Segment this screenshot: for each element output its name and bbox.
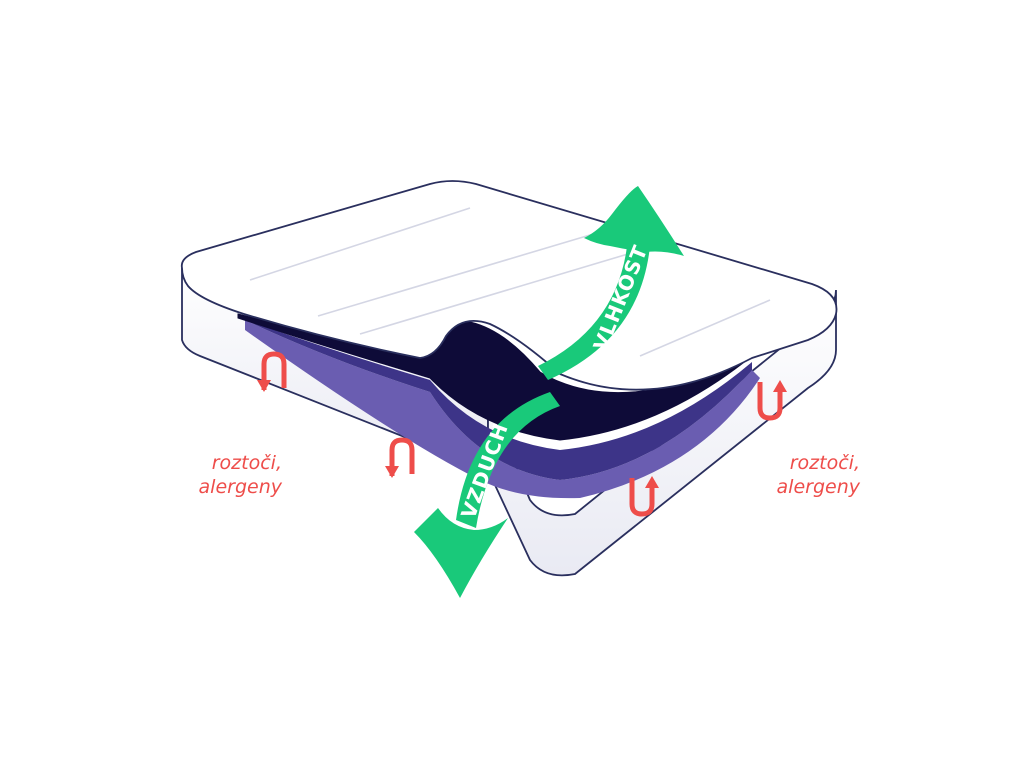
allergens-label-left-line2: alergeny xyxy=(198,476,282,498)
allergens-label-right: roztoči, alergeny xyxy=(728,451,860,499)
stitch-line-2 xyxy=(317,231,601,317)
stitch-line-3 xyxy=(359,247,649,335)
cover-side-front xyxy=(487,289,837,577)
allergens-label-left: roztoči, alergeny xyxy=(150,451,282,499)
mattress-layer-mid xyxy=(240,318,752,480)
stitch-line-1 xyxy=(249,207,471,281)
allergens-label-right-line1: roztoči, xyxy=(789,452,860,474)
allergens-label-right-line2: alergeny xyxy=(776,476,860,498)
u-turn-arrow-icon xyxy=(385,437,415,478)
curved-arrow-down-icon xyxy=(414,392,560,598)
cover-top xyxy=(180,180,838,391)
curved-arrow-up-icon xyxy=(538,186,684,380)
u-turn-arrow-icon xyxy=(757,380,787,421)
mattress-layer-light xyxy=(245,320,760,499)
allergens-label-left-line1: roztoči, xyxy=(211,452,282,474)
u-turn-arrow-icon xyxy=(257,351,287,392)
stitch-line-4 xyxy=(639,299,771,357)
u-turn-arrow-icon xyxy=(629,476,659,517)
